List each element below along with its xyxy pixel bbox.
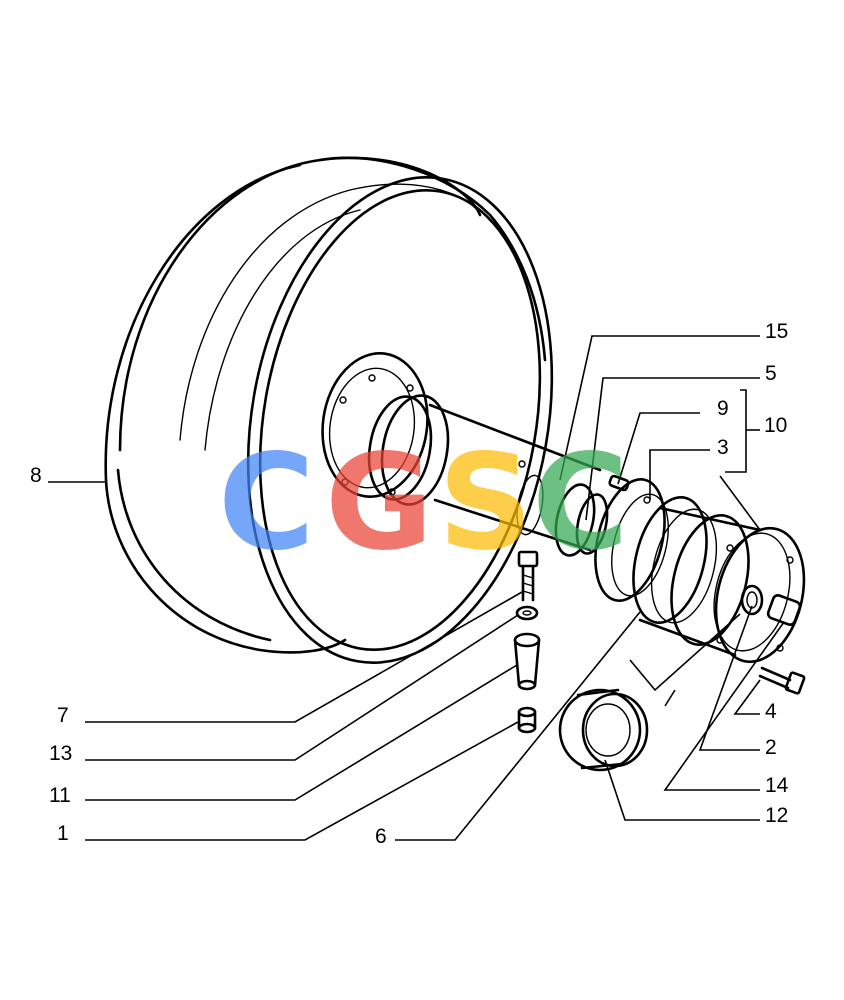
loose-bolt [517,550,539,602]
callout-5: 5 [765,362,777,385]
idler-wheel [104,156,554,664]
callout-14: 14 [765,774,789,797]
callout-15: 15 [765,320,788,343]
callout-7: 7 [57,704,69,727]
callout-4: 4 [765,700,777,723]
callout-13: 13 [49,742,72,765]
watermark-letter-1: C [218,426,315,580]
leader-lines [48,335,785,841]
callout-10: 10 [764,414,787,437]
shaft [367,394,630,557]
callout-labels: 8 15 5 9 10 3 4 2 14 12 7 13 11 1 6 [30,320,789,848]
cap-bolt [758,666,806,695]
callout-1: 1 [57,822,69,845]
end-cap [713,526,806,664]
tapered-sleeve [513,632,541,691]
callout-6: 6 [375,825,387,848]
washer [515,605,539,621]
watermark-logo: C G S C [218,426,629,580]
callout-2: 2 [765,736,777,759]
watermark-letter-4: C [532,426,629,580]
small-plug [517,706,537,734]
callout-3: 3 [717,436,729,459]
floating-seal [558,688,649,772]
callout-8: 8 [30,464,42,487]
callout-12: 12 [765,804,788,827]
watermark-letter-3: S [438,426,533,580]
callout-11: 11 [49,784,71,807]
callout-9: 9 [717,397,729,420]
watermark-letter-2: G [325,426,433,580]
